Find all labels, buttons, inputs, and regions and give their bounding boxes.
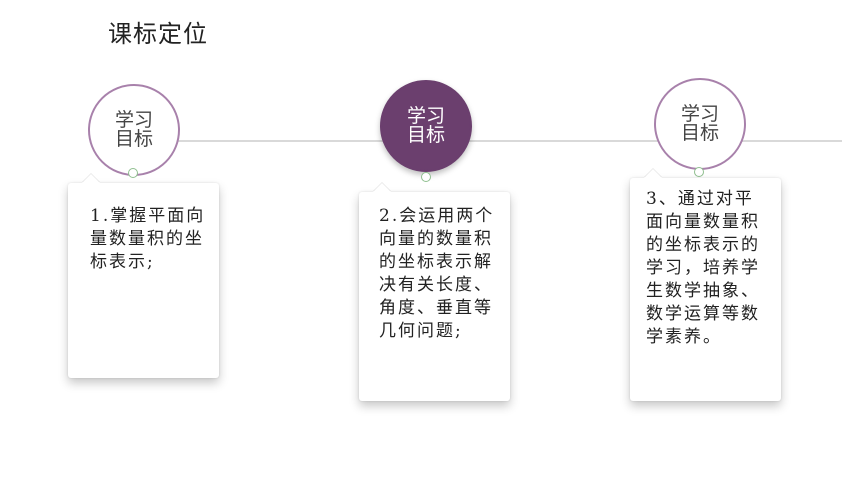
- card-text: 2.会运用两个向量的数量积的坐标表示解决有关长度、角度、垂直等几何问题;: [379, 206, 495, 341]
- card-text: 1.掌握平面向量数量积的坐标表示;: [90, 206, 206, 272]
- node-label: 学习目标: [114, 109, 153, 150]
- connector-dot-1: [128, 168, 138, 178]
- timeline-line: [170, 140, 842, 142]
- node-label: 学习目标: [406, 105, 445, 146]
- timeline-node-2[interactable]: 学习目标: [380, 80, 472, 172]
- card-text: 3、通过对平面向量数量积的坐标表示的学习，培养学生数学抽象、数学运算等数学素养。: [646, 189, 760, 347]
- connector-dot-2: [421, 172, 431, 182]
- connector-dot-3: [694, 167, 704, 177]
- objective-card-1: 1.掌握平面向量数量积的坐标表示;: [68, 183, 219, 378]
- node-label: 学习目标: [680, 103, 719, 144]
- page-title: 课标定位: [108, 20, 208, 48]
- timeline-node-3[interactable]: 学习目标: [654, 78, 746, 170]
- timeline-node-1[interactable]: 学习目标: [88, 84, 180, 176]
- objective-card-3: 3、通过对平面向量数量积的坐标表示的学习，培养学生数学抽象、数学运算等数学素养。: [630, 178, 781, 401]
- objective-card-2: 2.会运用两个向量的数量积的坐标表示解决有关长度、角度、垂直等几何问题;: [359, 192, 510, 401]
